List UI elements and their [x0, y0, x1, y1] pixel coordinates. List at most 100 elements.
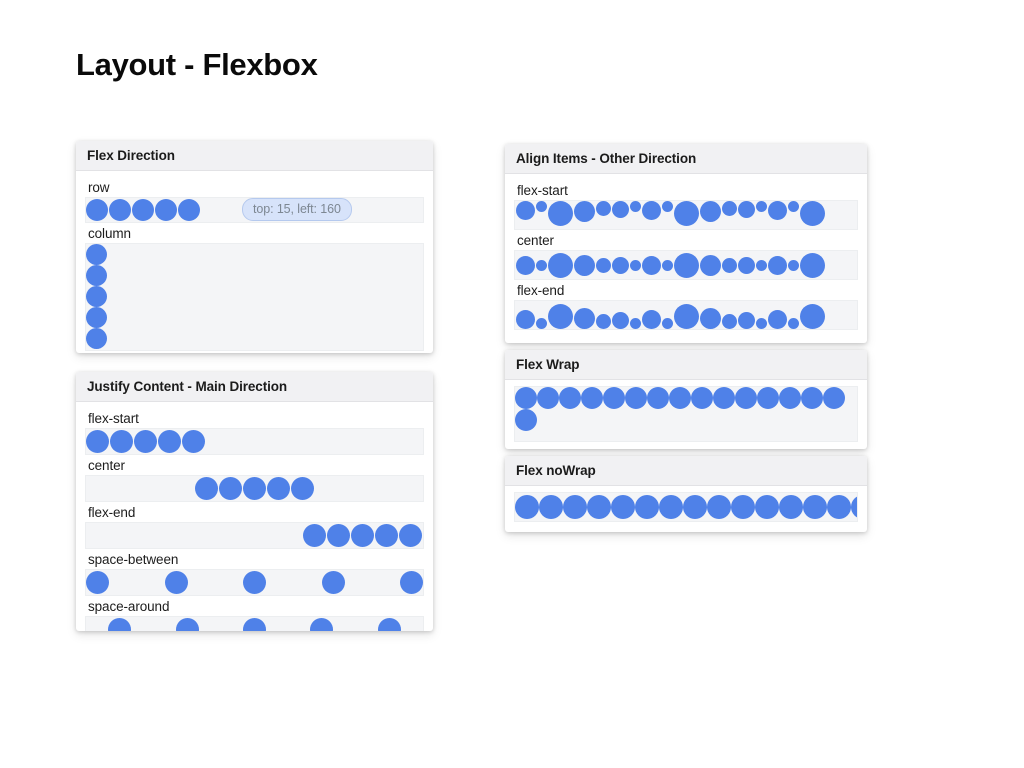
- flex-item-dot[interactable]: [243, 571, 266, 594]
- flex-item-dot[interactable]: [587, 495, 611, 519]
- flex-item-dot[interactable]: [630, 318, 641, 329]
- flex-item-dot[interactable]: [164, 571, 188, 594]
- flex-item-dot[interactable]: [612, 201, 629, 218]
- flex-item-dot[interactable]: [86, 244, 107, 265]
- flex-item-dot[interactable]: [596, 257, 611, 273]
- flex-item-dot[interactable]: [537, 387, 559, 409]
- flex-item-dot[interactable]: [266, 477, 290, 500]
- flex-item-dot[interactable]: [756, 259, 767, 271]
- flex-item-dot[interactable]: [596, 201, 611, 216]
- flex-item-dot[interactable]: [351, 524, 374, 547]
- flex-item-dot[interactable]: [86, 199, 108, 221]
- flex-item-dot[interactable]: [110, 430, 133, 453]
- flex-item-dot[interactable]: [303, 524, 326, 547]
- track-justify-space-between[interactable]: [85, 569, 424, 596]
- flex-item-dot[interactable]: [756, 201, 767, 212]
- flex-item-dot[interactable]: [574, 308, 595, 329]
- flex-item-dot[interactable]: [803, 495, 827, 519]
- flex-item-dot[interactable]: [674, 252, 699, 278]
- flex-item-dot[interactable]: [158, 430, 181, 453]
- flex-item-dot[interactable]: [800, 304, 825, 329]
- flex-item-dot[interactable]: [536, 201, 547, 212]
- flex-item-dot[interactable]: [700, 201, 721, 222]
- flex-item-dot[interactable]: [788, 259, 799, 271]
- flex-item-dot[interactable]: [800, 252, 825, 278]
- flex-item-dot[interactable]: [539, 495, 563, 519]
- flex-item-dot[interactable]: [827, 495, 851, 519]
- flex-item-dot[interactable]: [630, 259, 641, 271]
- flex-item-dot[interactable]: [563, 495, 587, 519]
- flex-item-dot[interactable]: [86, 307, 107, 328]
- flex-item-dot[interactable]: [738, 256, 755, 274]
- flex-item-dot[interactable]: [581, 387, 603, 409]
- flex-item-dot[interactable]: [178, 199, 200, 221]
- flex-item-dot[interactable]: [400, 571, 423, 594]
- flex-item-dot[interactable]: [735, 387, 757, 409]
- flex-item-dot[interactable]: [321, 571, 345, 594]
- flex-item-dot[interactable]: [738, 201, 755, 218]
- track-justify-space-around[interactable]: [85, 616, 424, 631]
- flex-item-dot[interactable]: [516, 201, 535, 220]
- flex-item-dot[interactable]: [642, 255, 661, 275]
- flex-item-dot[interactable]: [175, 618, 199, 631]
- track-align-center[interactable]: [514, 250, 858, 280]
- flex-item-dot[interactable]: [755, 495, 779, 519]
- flex-item-dot[interactable]: [134, 430, 157, 453]
- flex-item-dot[interactable]: [194, 477, 218, 500]
- track-flex-nowrap[interactable]: [514, 492, 858, 522]
- flex-item-dot[interactable]: [662, 259, 673, 271]
- flex-item-dot[interactable]: [559, 387, 581, 409]
- flex-item-dot[interactable]: [611, 495, 635, 519]
- flex-item-dot[interactable]: [659, 495, 683, 519]
- flex-item-dot[interactable]: [662, 201, 673, 212]
- flex-item-dot[interactable]: [713, 387, 735, 409]
- flex-item-dot[interactable]: [515, 409, 537, 431]
- flex-item-dot[interactable]: [635, 495, 659, 519]
- flex-item-dot[interactable]: [86, 328, 107, 349]
- track-justify-flex-end[interactable]: [85, 522, 424, 549]
- flex-item-dot[interactable]: [86, 571, 109, 594]
- flex-item-dot[interactable]: [738, 312, 755, 329]
- flex-item-dot[interactable]: [700, 308, 721, 329]
- flex-item-dot[interactable]: [596, 314, 611, 329]
- flex-item-dot[interactable]: [603, 387, 625, 409]
- flex-item-dot[interactable]: [779, 495, 803, 519]
- flex-item-dot[interactable]: [707, 495, 731, 519]
- flex-item-dot[interactable]: [612, 256, 629, 274]
- flex-item-dot[interactable]: [788, 201, 799, 212]
- flex-item-dot[interactable]: [516, 310, 535, 329]
- flex-item-dot[interactable]: [377, 618, 401, 631]
- track-align-flex-start[interactable]: [514, 200, 858, 230]
- flex-item-dot[interactable]: [851, 495, 857, 519]
- flex-item-dot[interactable]: [132, 199, 154, 221]
- flex-item-dot[interactable]: [662, 318, 673, 329]
- flex-item-dot[interactable]: [800, 201, 825, 226]
- flex-item-dot[interactable]: [218, 477, 242, 500]
- flex-item-dot[interactable]: [823, 387, 845, 409]
- track-justify-flex-start[interactable]: [85, 428, 424, 455]
- flex-item-dot[interactable]: [574, 254, 595, 276]
- flex-item-dot[interactable]: [722, 201, 737, 216]
- flex-item-dot[interactable]: [155, 199, 177, 221]
- track-column[interactable]: [85, 243, 424, 351]
- flex-item-dot[interactable]: [788, 318, 799, 329]
- flex-item-dot[interactable]: [700, 254, 721, 276]
- flex-item-dot[interactable]: [242, 618, 266, 631]
- flex-item-dot[interactable]: [310, 618, 334, 631]
- flex-item-dot[interactable]: [548, 252, 573, 278]
- flex-item-dot[interactable]: [768, 201, 787, 220]
- flex-item-dot[interactable]: [612, 312, 629, 329]
- flex-item-dot[interactable]: [108, 618, 132, 631]
- track-justify-center[interactable]: [85, 475, 424, 502]
- flex-item-dot[interactable]: [801, 387, 823, 409]
- flex-item-dot[interactable]: [86, 286, 107, 307]
- flex-item-dot[interactable]: [536, 259, 547, 271]
- flex-item-dot[interactable]: [642, 201, 661, 220]
- flex-item-dot[interactable]: [109, 199, 131, 221]
- flex-item-dot[interactable]: [290, 477, 314, 500]
- flex-item-dot[interactable]: [757, 387, 779, 409]
- flex-item-dot[interactable]: [647, 387, 669, 409]
- flex-item-dot[interactable]: [399, 524, 422, 547]
- flex-item-dot[interactable]: [536, 318, 547, 329]
- flex-item-dot[interactable]: [548, 201, 573, 226]
